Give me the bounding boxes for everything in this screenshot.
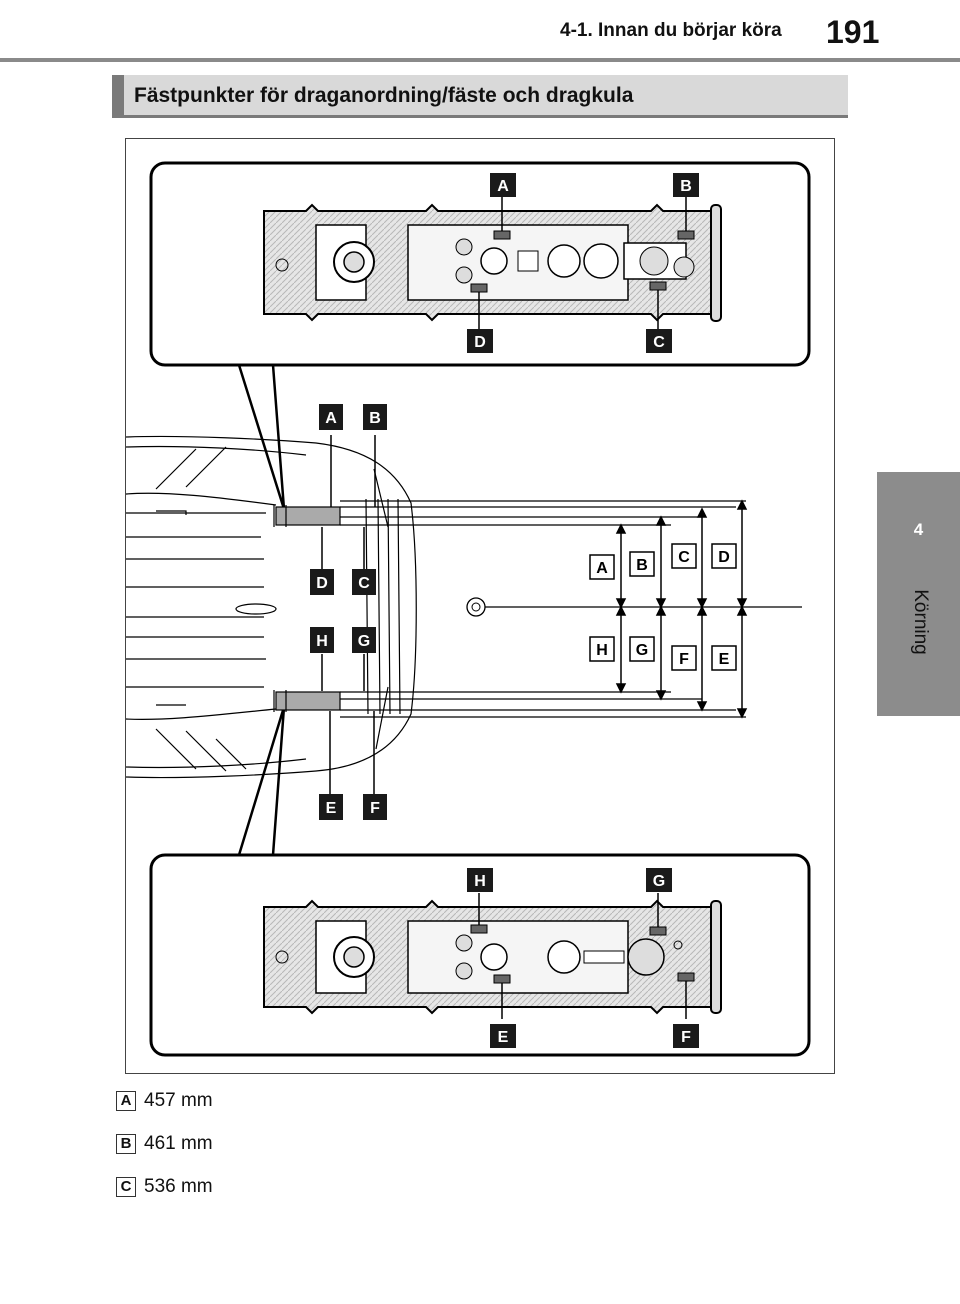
svg-text:A: A (596, 560, 608, 577)
svg-text:E: E (719, 651, 730, 668)
legend-key-c: C (116, 1177, 136, 1197)
dim-label-f: F (671, 645, 697, 671)
chapter-label: Körning (880, 585, 960, 659)
chapter-number: 4 (913, 520, 924, 539)
legend-value-a: 457 mm (144, 1090, 213, 1111)
svg-text:C: C (653, 334, 665, 351)
section-heading-text: Fästpunkter för draganordning/fäste och … (134, 84, 634, 107)
car-label-c: C (352, 569, 376, 595)
dimension-arrows (615, 499, 748, 719)
svg-text:B: B (369, 410, 381, 427)
legend-key-a: A (116, 1091, 136, 1111)
legend-value-b: 461 mm (144, 1133, 213, 1154)
bottom-detail-label-g: G (646, 868, 672, 892)
legend-key-b: B (116, 1134, 136, 1154)
svg-text:G: G (653, 873, 665, 890)
dim-label-a: A (589, 554, 615, 580)
svg-text:A: A (325, 410, 337, 427)
chapter-tab: 4 (877, 472, 960, 716)
car-label-b: B (363, 404, 387, 430)
bottom-leader-lines (478, 893, 687, 1019)
dim-label-d: D (711, 543, 737, 569)
bottom-detail-label-h: H (467, 868, 493, 892)
top-detail-label-b: B (673, 173, 699, 197)
dim-label-b: B (629, 551, 655, 577)
page-number: 191 (826, 14, 880, 50)
chapter-label-text: Körning (910, 589, 931, 655)
svg-text:E: E (326, 800, 337, 817)
bottom-detail-label-f: F (673, 1024, 699, 1048)
car-label-e: E (319, 794, 343, 820)
dim-label-g: G (629, 636, 655, 662)
svg-text:G: G (636, 642, 648, 659)
center-bolt (466, 597, 486, 617)
car-label-g: G (352, 627, 376, 653)
car-leader-lines (321, 435, 376, 794)
section-heading-bar (112, 75, 124, 115)
top-leader-lines (478, 197, 687, 329)
section-heading: Fästpunkter för draganordning/fäste och … (112, 75, 848, 118)
dim-label-h: H (589, 636, 615, 662)
legend-value-c: 536 mm (144, 1176, 213, 1197)
svg-text:H: H (596, 642, 608, 659)
callout-line-top (237, 364, 286, 510)
top-detail-label-d: D (467, 329, 493, 353)
bottom-detail-label-e: E (490, 1024, 516, 1048)
car-underbody-outline (126, 435, 417, 779)
svg-text:F: F (679, 651, 689, 668)
svg-text:G: G (358, 633, 370, 650)
dim-label-c: C (671, 543, 697, 569)
dim-label-e: E (711, 645, 737, 671)
svg-text:C: C (358, 575, 370, 592)
svg-text:H: H (316, 633, 328, 650)
svg-text:D: D (316, 575, 328, 592)
svg-text:E: E (498, 1029, 509, 1046)
svg-text:C: C (678, 549, 690, 566)
upper-frame-rail (273, 505, 736, 527)
svg-text:F: F (370, 800, 380, 817)
car-label-d: D (310, 569, 334, 595)
car-label-f: F (363, 794, 387, 820)
top-detail-label-c: C (646, 329, 672, 353)
svg-text:D: D (718, 549, 730, 566)
callout-line-bottom (237, 706, 286, 856)
header-rule (0, 58, 960, 62)
car-label-a: A (319, 404, 343, 430)
bottom-frame-rail (263, 899, 722, 1015)
svg-text:B: B (680, 178, 692, 195)
tow-hitch-figure: A B D C (125, 138, 835, 1074)
top-frame-rail (263, 203, 722, 322)
tow-hitch-diagram: A B D C (126, 161, 811, 1057)
car-label-h: H (310, 627, 334, 653)
lower-frame-rail (273, 690, 736, 712)
svg-text:A: A (497, 178, 509, 195)
top-detail-label-a: A (490, 173, 516, 197)
svg-text:B: B (636, 557, 648, 574)
svg-text:H: H (474, 873, 486, 890)
header-section-title: 4-1. Innan du börjar köra (560, 20, 782, 41)
svg-text:F: F (681, 1029, 691, 1046)
svg-text:D: D (474, 334, 486, 351)
